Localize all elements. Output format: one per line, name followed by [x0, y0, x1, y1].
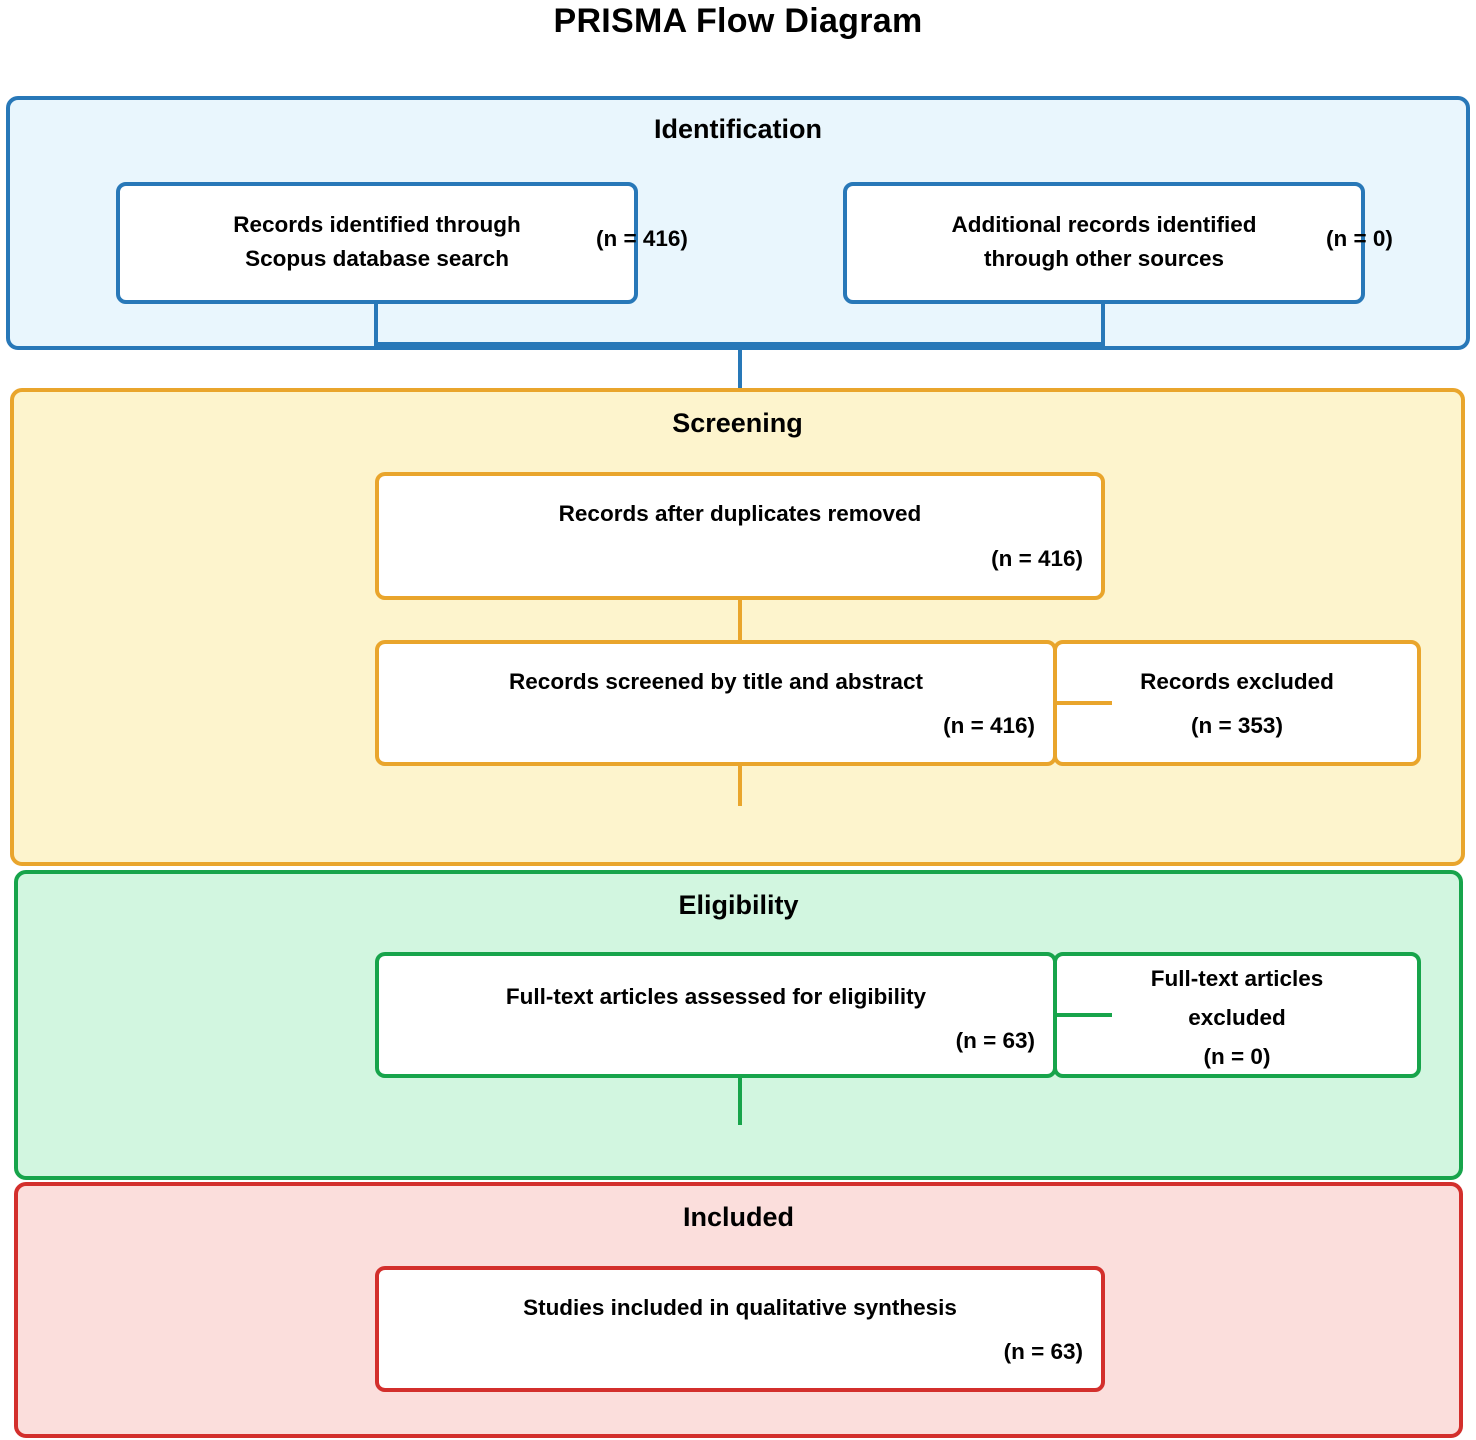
- stage-title-identification: Identification: [654, 114, 822, 144]
- box-records-identified-database: Records identified through Scopus databa…: [116, 182, 638, 304]
- connector-db-down: [374, 304, 378, 346]
- stage-title-screening: Screening: [672, 408, 803, 438]
- connector-assessed-to-excluded: [1057, 1013, 1112, 1017]
- box-studies-included-synthesis: Studies included in qualitative synthesi…: [375, 1266, 1105, 1392]
- box-records-excluded-line1: Records excluded: [1140, 669, 1334, 694]
- connector-screened-to-excluded: [1057, 701, 1112, 705]
- page-title: PRISMA Flow Diagram: [553, 2, 923, 40]
- connector-other-down: [1101, 304, 1105, 346]
- box-records-excluded: Records excluded (n = 353): [1053, 640, 1421, 766]
- connector-eligibility-down-stub: [738, 1078, 742, 1125]
- box-fulltext-excluded-line1: Full-text articles: [1150, 966, 1324, 991]
- count-additional-records-other-sources: (n = 0): [1326, 226, 1393, 251]
- box-fulltext-excluded-line2: excluded: [1188, 1005, 1286, 1030]
- box-additional-records-other-sources-line2: through other sources: [983, 246, 1225, 271]
- box-records-screened-line1: Records screened by title and abstract: [509, 669, 923, 694]
- count-fulltext-assessed: (n = 63): [955, 1028, 1035, 1053]
- connector-duplicates-to-screened: [738, 600, 742, 642]
- count-records-excluded: (n = 353): [1191, 713, 1283, 738]
- box-records-identified-database-line1: Records identified through: [233, 212, 521, 237]
- box-additional-records-other-sources-line1: Additional records identified: [951, 212, 1257, 237]
- count-fulltext-excluded: (n = 0): [1203, 1044, 1271, 1069]
- box-fulltext-assessed: Full-text articles assessed for eligibil…: [375, 952, 1057, 1078]
- box-records-identified-database-line2: Scopus database search: [245, 246, 509, 271]
- count-records-after-duplicates: (n = 416): [991, 546, 1083, 571]
- box-records-screened: Records screened by title and abstract (…: [375, 640, 1057, 766]
- count-studies-included-synthesis: (n = 63): [1003, 1339, 1083, 1364]
- box-fulltext-excluded: Full-text articles excluded (n = 0): [1053, 952, 1421, 1078]
- count-records-screened: (n = 416): [943, 713, 1035, 738]
- box-studies-included-synthesis-line1: Studies included in qualitative synthesi…: [523, 1295, 957, 1320]
- box-additional-records-other-sources: Additional records identified through ot…: [843, 182, 1365, 304]
- stage-title-eligibility: Eligibility: [678, 890, 799, 920]
- box-records-after-duplicates: Records after duplicates removed (n = 41…: [375, 472, 1105, 600]
- connector-screened-down-stub: [738, 766, 742, 806]
- count-records-identified-database: (n = 416): [596, 226, 688, 251]
- stage-title-included: Included: [682, 1202, 794, 1232]
- connector-identification-to-screening: [738, 342, 742, 392]
- box-records-after-duplicates-line1: Records after duplicates removed: [558, 501, 922, 526]
- box-fulltext-assessed-line1: Full-text articles assessed for eligibil…: [505, 984, 927, 1009]
- stage-screening: Screening: [10, 388, 1465, 866]
